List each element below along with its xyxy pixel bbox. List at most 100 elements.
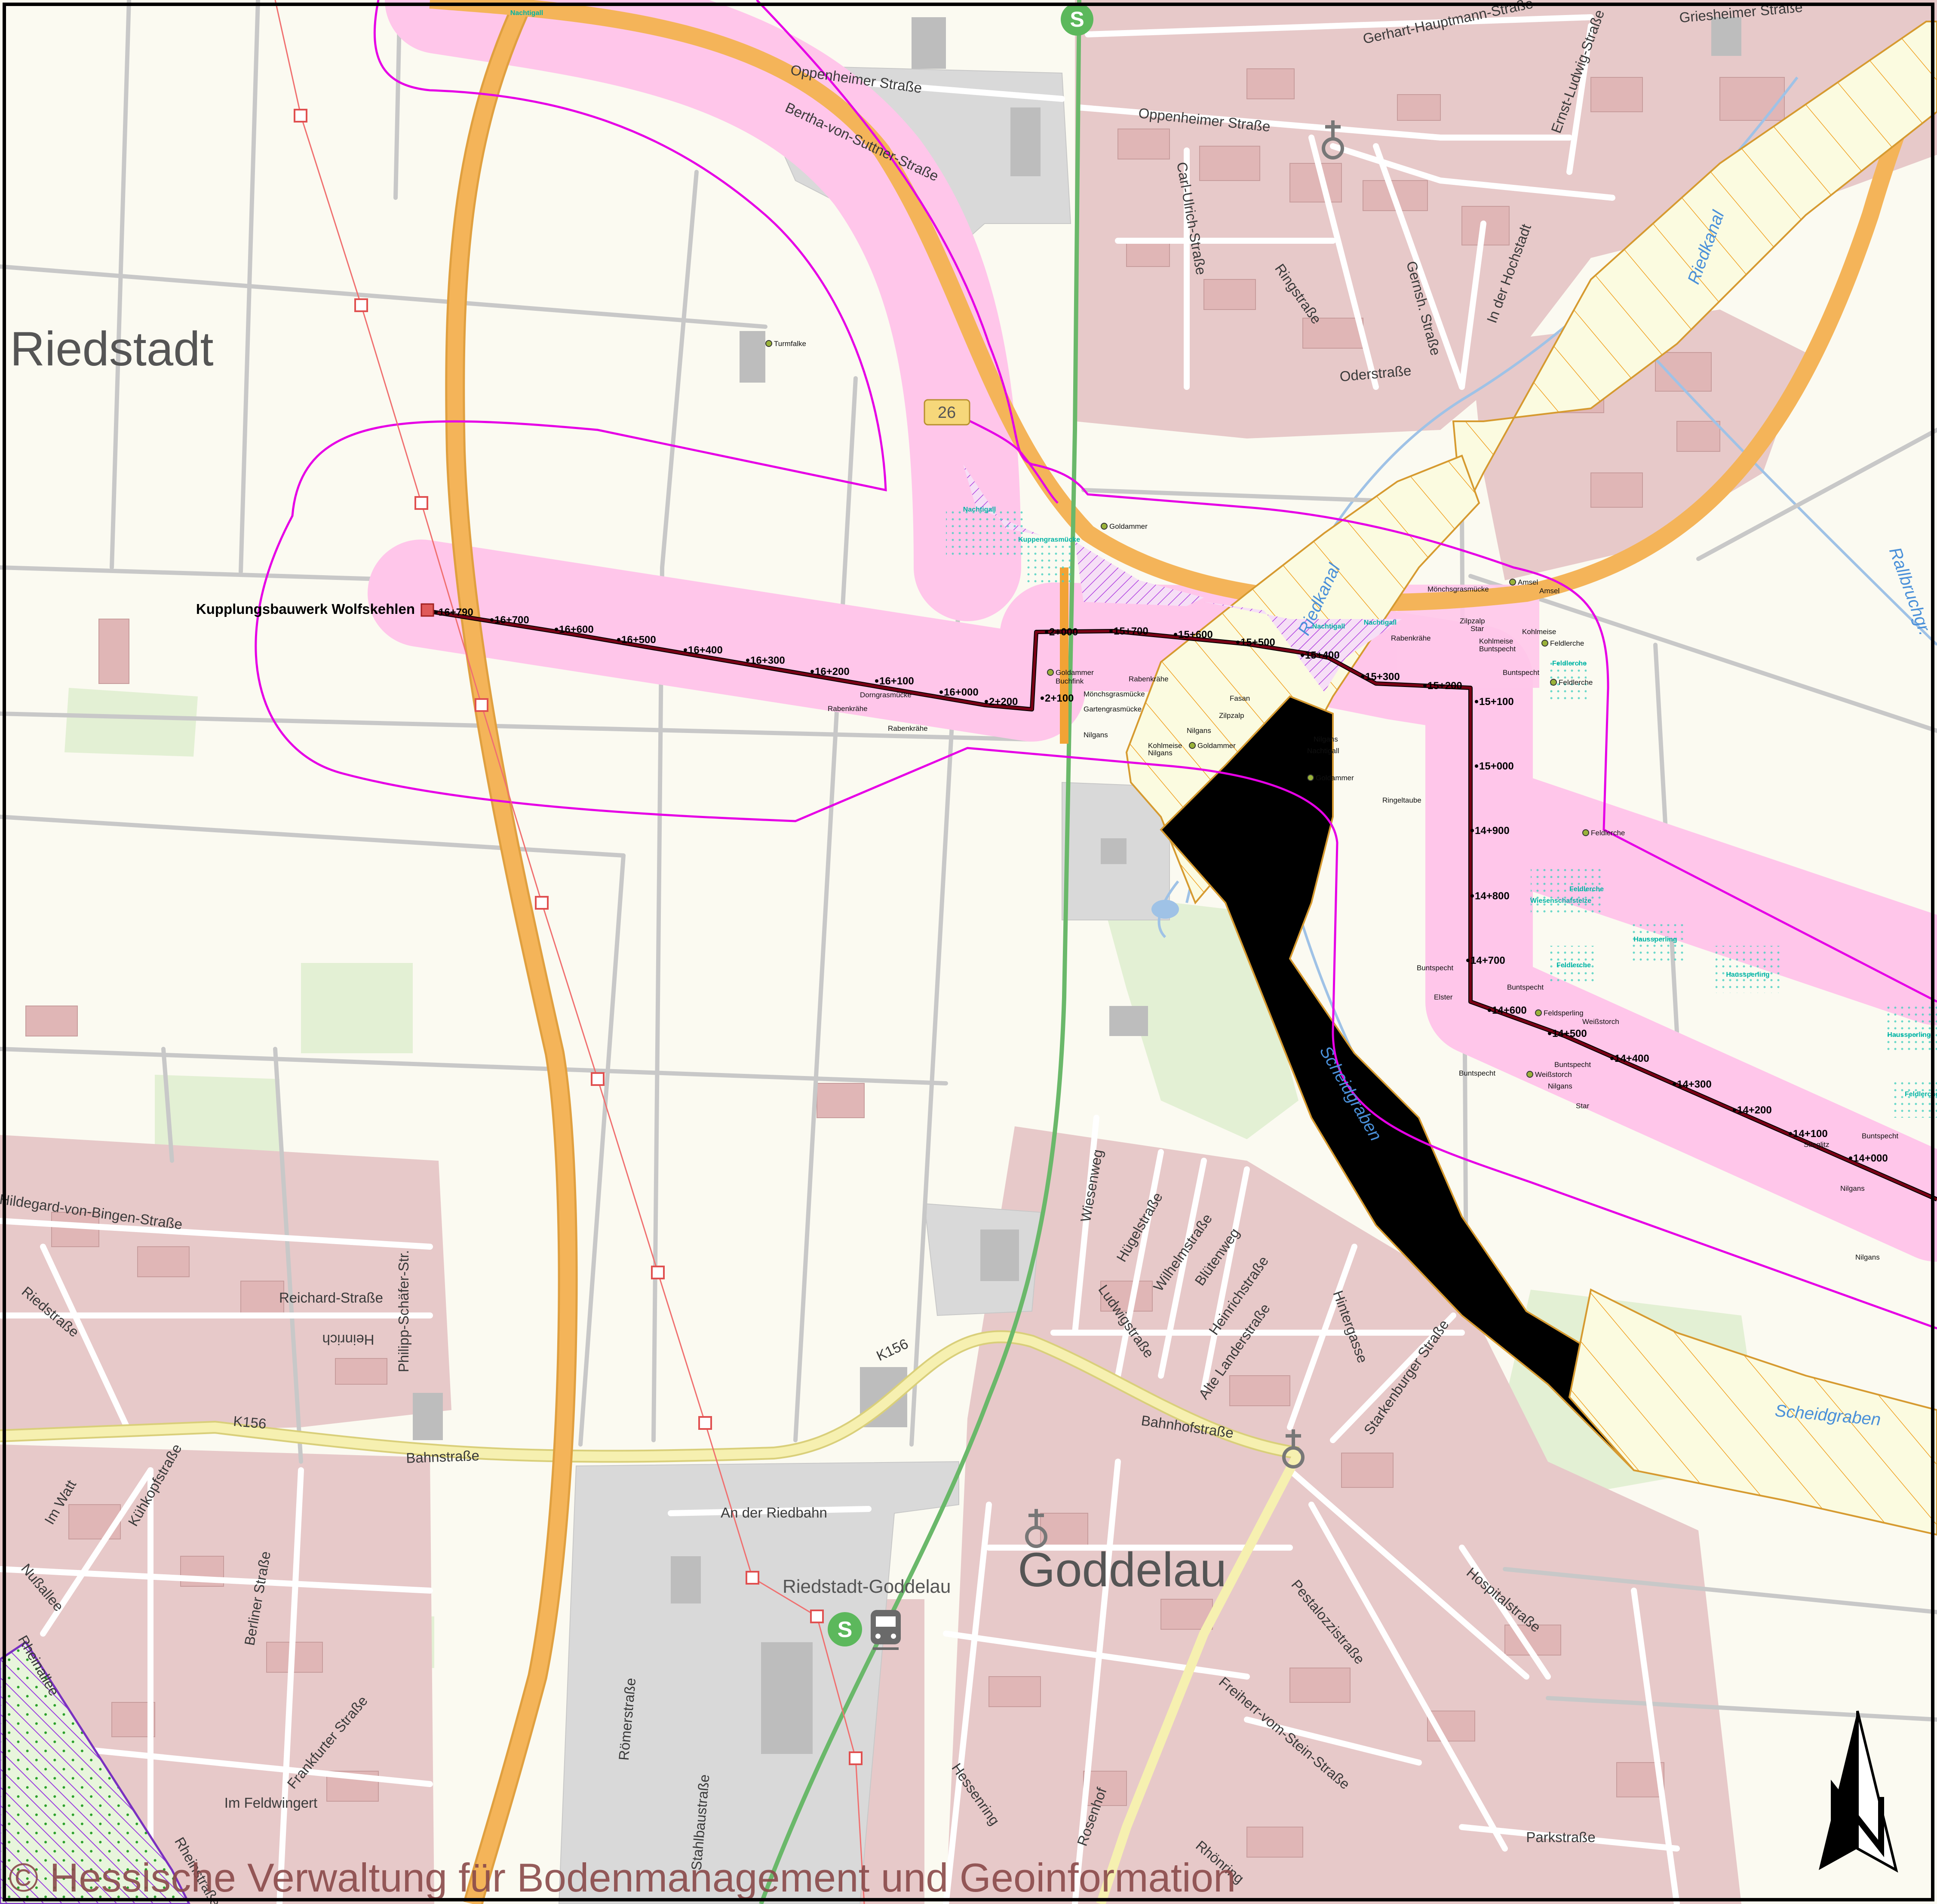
bird-label: Buntspecht bbox=[1479, 645, 1516, 653]
chainage-label: 2+000 bbox=[1049, 626, 1078, 638]
train-icon[interactable] bbox=[871, 1610, 901, 1650]
study-area-boundary-north[interactable] bbox=[756, 0, 1937, 1003]
territory-label: Nachtigall bbox=[1312, 623, 1345, 630]
bird-label: Star bbox=[1470, 625, 1484, 633]
place-label: Goddelau bbox=[1018, 1543, 1227, 1597]
street-label: Philipp-Schäfer-Str. bbox=[396, 1250, 411, 1372]
bird-marker[interactable] bbox=[1526, 1071, 1533, 1078]
protected-area-east bbox=[1568, 1288, 1937, 1536]
bird-marker[interactable] bbox=[1307, 774, 1314, 781]
bird-label: Nilgans bbox=[1855, 1253, 1880, 1261]
bird-label: Nilgans bbox=[1187, 727, 1211, 735]
chainage-layer: 16+79016+70016+60016+50016+40016+30016+2… bbox=[434, 607, 1888, 1164]
street-label: Parkstraße bbox=[1526, 1829, 1595, 1845]
bird-label: Buntspecht bbox=[1862, 1132, 1898, 1140]
bird-marker[interactable] bbox=[1582, 829, 1589, 836]
chainage-label: 16+600 bbox=[559, 624, 594, 635]
territory-label-layer: NachtigallNachtigallKuppengrasmückeNacht… bbox=[510, 9, 1937, 1098]
bird-label: Star bbox=[1576, 1102, 1590, 1110]
chainage-tick bbox=[1610, 1057, 1614, 1060]
powerline bbox=[274, 0, 865, 1904]
territory-label: Feldlerche bbox=[1552, 660, 1587, 667]
bird-label: Nilgans bbox=[1548, 1082, 1572, 1090]
territory-label: Nachtigall bbox=[510, 9, 543, 17]
territory-label: Feldlerche bbox=[1569, 886, 1604, 893]
chainage-tick bbox=[1361, 675, 1364, 678]
bird-marker[interactable] bbox=[1189, 742, 1196, 749]
purple-hatch-zone-3 bbox=[1204, 602, 1402, 692]
chainage-tick bbox=[875, 679, 878, 683]
chainage-label: 14+500 bbox=[1552, 1028, 1587, 1039]
church-icon bbox=[1322, 120, 1344, 159]
bird-label: Nilgans bbox=[1148, 749, 1173, 757]
street-label: Bahnstraße bbox=[406, 1447, 480, 1466]
chainage-tick bbox=[1236, 641, 1240, 644]
territory-label: Wiesenschafstelze bbox=[1530, 897, 1591, 904]
territory-label: Kuppengrasmücke bbox=[1018, 536, 1080, 543]
bird-label: Elster bbox=[1434, 993, 1453, 1001]
bird-label: Weißstorch bbox=[1535, 1070, 1572, 1079]
chainage-label: 14+400 bbox=[1615, 1053, 1649, 1064]
s-bahn-railway bbox=[759, 0, 1081, 1904]
chainage-tick bbox=[1466, 959, 1470, 962]
bird-marker[interactable] bbox=[765, 340, 772, 347]
bird-label: Nilgans bbox=[1084, 731, 1108, 739]
svg-text:S: S bbox=[838, 1617, 853, 1642]
kupplungsbauwerk-marker[interactable] bbox=[421, 603, 434, 617]
bird-marker[interactable] bbox=[1509, 579, 1516, 586]
bird-label: Buchfink bbox=[1056, 677, 1084, 685]
s-bahn-icon[interactable]: S bbox=[828, 1612, 862, 1646]
chainage-label: 16+500 bbox=[621, 634, 656, 646]
bird-marker[interactable] bbox=[1535, 1009, 1542, 1016]
street-label: An der Riedbahn bbox=[721, 1505, 827, 1521]
bird-label: Buntspecht bbox=[1503, 668, 1539, 677]
bird-label: Mönchsgrasmücke bbox=[1427, 585, 1489, 593]
chainage-tick bbox=[746, 659, 749, 662]
bird-label: Dorngrasmücke bbox=[860, 691, 912, 699]
chainage-label: 15+200 bbox=[1427, 680, 1462, 692]
bird-label: Stieglitz bbox=[1804, 1141, 1830, 1149]
bird-label: Feldsperling bbox=[1544, 1009, 1584, 1017]
road-number-badge: 26 bbox=[924, 399, 970, 426]
chainage-tick bbox=[1673, 1082, 1676, 1086]
bird-marker[interactable] bbox=[1550, 679, 1557, 686]
protected-area-southwest bbox=[0, 1640, 190, 1904]
chainage-tick bbox=[490, 618, 494, 622]
chainage-label: 16+200 bbox=[815, 666, 850, 678]
bird-observation-layer: TurmfalkeGoldammerGoldammerBuchfinkMönch… bbox=[765, 340, 1898, 1261]
b26-boundary[interactable] bbox=[952, 411, 1059, 504]
s-bahn-icon[interactable]: S bbox=[1061, 3, 1093, 36]
kupplungsbauwerk-label: Kupplungsbauwerk Wolfskehlen bbox=[196, 601, 415, 617]
bird-label: Kohlmeise bbox=[1479, 637, 1513, 645]
chainage-tick bbox=[1423, 684, 1427, 687]
bird-label: Goldammer bbox=[1056, 668, 1094, 677]
chainage-label: 15+700 bbox=[1114, 625, 1148, 637]
bird-label: Rabenkrähe bbox=[828, 705, 868, 713]
place-label: Riedstadt bbox=[10, 322, 213, 376]
bird-marker[interactable] bbox=[1047, 669, 1054, 676]
bird-label: Feldlerche bbox=[1550, 639, 1584, 647]
bird-marker[interactable] bbox=[1541, 640, 1548, 647]
chainage-tick bbox=[684, 648, 687, 652]
bird-label: Fasan bbox=[1230, 694, 1250, 702]
church-icon bbox=[1025, 1509, 1047, 1548]
territory-label: Nachtigall bbox=[963, 506, 996, 513]
b26-road bbox=[429, 0, 1937, 611]
chainage-label: 15+100 bbox=[1479, 696, 1514, 708]
chainage-label: 14+300 bbox=[1677, 1079, 1712, 1090]
chainage-label: 15+600 bbox=[1178, 629, 1213, 641]
chainage-tick bbox=[1488, 1009, 1491, 1012]
chainage-tick bbox=[434, 610, 438, 614]
bird-label: Amsel bbox=[1518, 578, 1538, 586]
territory-label: Feldlerche bbox=[1905, 1091, 1937, 1098]
chainage-tick bbox=[985, 700, 988, 703]
bird-marker[interactable] bbox=[1101, 523, 1108, 530]
study-area-boundary[interactable] bbox=[255, 0, 1937, 1330]
chainage-tick bbox=[939, 690, 943, 694]
bird-label: Rabenkrähe bbox=[888, 724, 928, 733]
bird-label: Buntspecht bbox=[1507, 983, 1544, 991]
chainage-tick bbox=[1174, 633, 1177, 636]
pipeline-route[interactable] bbox=[423, 608, 1937, 1202]
